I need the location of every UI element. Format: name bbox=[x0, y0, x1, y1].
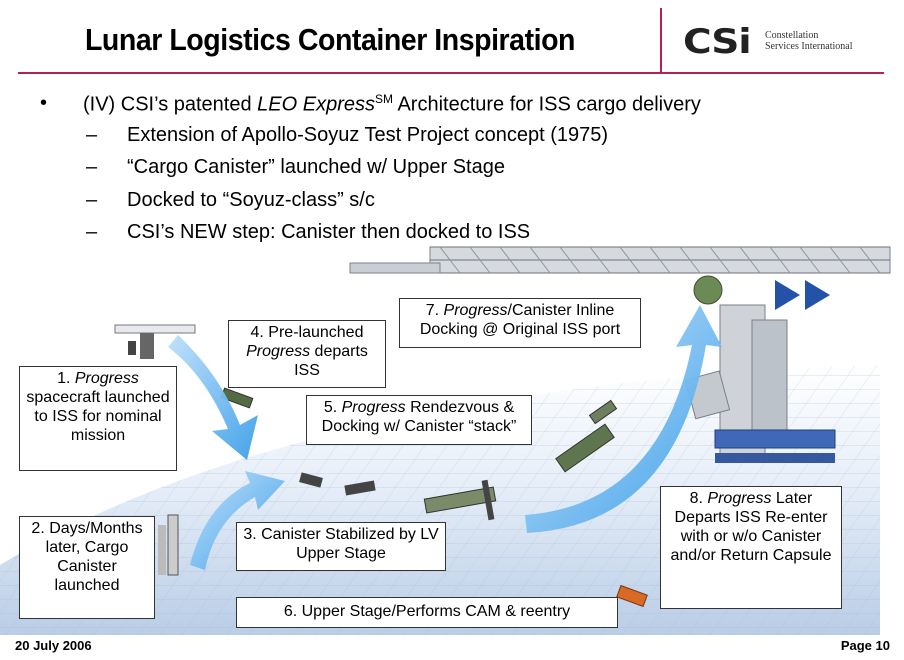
bullet-italic: LEO Express bbox=[257, 93, 375, 116]
canister-upper-stage bbox=[299, 472, 497, 521]
callout-8-num: 8. bbox=[689, 490, 708, 507]
progress-canister-stack bbox=[555, 399, 618, 473]
page-number: Page 10 bbox=[840, 638, 890, 653]
trajectory-arrows bbox=[168, 305, 722, 570]
csi-logo: CSi Constellation Services International bbox=[683, 22, 873, 62]
callout-step-8: 8. Progress Later Departs ISS Re-enter w… bbox=[660, 486, 842, 609]
callout-1-italic: Progress bbox=[74, 370, 139, 387]
callout-step-7: 7. Progress/Canister Inline Docking @ Or… bbox=[399, 298, 641, 348]
progress-at-iss bbox=[114, 324, 196, 359]
callout-step-4: 4. Pre-launched Progress departs ISS bbox=[228, 320, 386, 388]
sub-bullet-text: Docked to “Soyuz-class” s/c bbox=[127, 189, 375, 211]
sub-bullet-dash: – bbox=[86, 189, 98, 211]
callout-7-italic: Progress bbox=[443, 302, 508, 319]
callout-5-italic: Progress bbox=[341, 399, 406, 416]
bullet-marker: • bbox=[40, 92, 48, 114]
sub-bullet-dash: – bbox=[86, 124, 98, 146]
bullet-suffix: Architecture for ISS cargo delivery bbox=[393, 93, 701, 116]
callout-1-num: 1. bbox=[57, 370, 75, 387]
sub-bullet-text: “Cargo Canister” launched w/ Upper Stage bbox=[127, 156, 505, 178]
callout-6-text: 6. Upper Stage/Performs CAM & reentry bbox=[283, 603, 571, 620]
bullet-prefix: (IV) CSI’s patented bbox=[83, 93, 258, 116]
callout-5-num: 5. bbox=[323, 399, 342, 416]
callout-7-num: 7. bbox=[425, 302, 444, 319]
title-divider bbox=[18, 72, 884, 74]
bullet-sup: SM bbox=[375, 92, 393, 106]
callout-8-text: Later Departs ISS Re-enter with or w/o C… bbox=[670, 490, 832, 564]
callout-step-5: 5. Progress Rendezvous & Docking w/ Cani… bbox=[306, 395, 532, 445]
sub-bullet-text: CSI’s NEW step: Canister then docked to … bbox=[127, 221, 531, 243]
callout-4-num: 4. Pre-launched bbox=[250, 324, 364, 341]
callout-step-1: 1. Progress spacecraft launched to ISS f… bbox=[19, 366, 177, 471]
sub-bullet-dash: – bbox=[86, 156, 98, 178]
callout-4-text: departs ISS bbox=[294, 343, 368, 379]
title-divider-vertical bbox=[660, 8, 662, 74]
return-capsule bbox=[616, 584, 648, 608]
logo-text: Constellation Services International bbox=[765, 30, 852, 52]
callout-1-text: spacecraft launched to ISS for nominal m… bbox=[26, 389, 170, 444]
callout-2-text: 2. Days/Months later, Cargo Canister lau… bbox=[31, 520, 143, 594]
callout-step-3: 3. Canister Stabilized by LV Upper Stage bbox=[236, 522, 446, 571]
callout-5-text: Rendezvous & Docking w/ Canister “stack” bbox=[321, 399, 517, 435]
logo-line-1: Constellation bbox=[765, 30, 819, 41]
main-bullet-text: (IV) CSI’s patented LEO ExpressSM Archit… bbox=[83, 92, 701, 117]
callout-3-text: 3. Canister Stabilized by LV Upper Stage bbox=[243, 526, 439, 562]
slide-title: Lunar Logistics Container Inspiration bbox=[84, 22, 576, 57]
callout-4-italic: Progress bbox=[246, 343, 311, 360]
callout-step-6: 6. Upper Stage/Performs CAM & reentry bbox=[236, 597, 618, 628]
sub-bullet-dash: – bbox=[86, 221, 98, 243]
callout-8-italic: Progress bbox=[707, 490, 772, 507]
logo-mark: CSi bbox=[683, 22, 752, 62]
launch-vehicle bbox=[158, 514, 179, 576]
callout-step-2: 2. Days/Months later, Cargo Canister lau… bbox=[19, 516, 155, 619]
callout-7-text: /Canister Inline Docking @ Original ISS … bbox=[419, 302, 621, 338]
footer-date: 20 July 2006 bbox=[15, 638, 92, 653]
logo-line-2: Services International bbox=[765, 41, 853, 52]
sub-bullet-text: Extension of Apollo-Soyuz Test Project c… bbox=[127, 124, 609, 146]
